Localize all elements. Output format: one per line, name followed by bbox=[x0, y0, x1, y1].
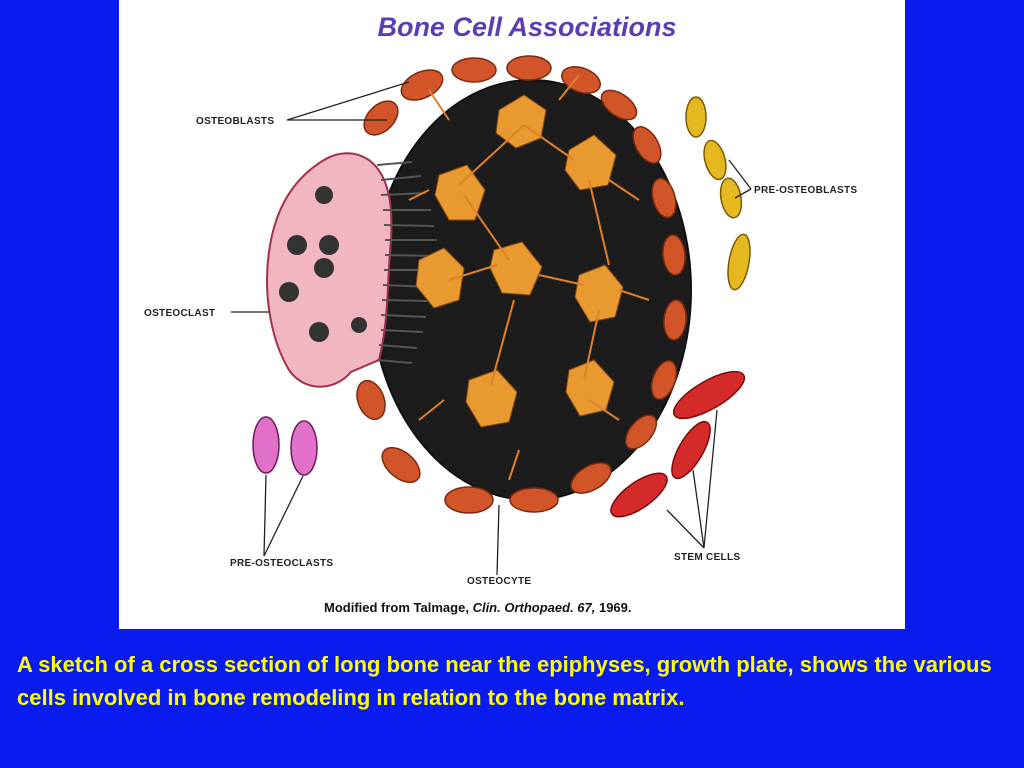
label-osteoclast: OSTEOCLAST bbox=[144, 308, 215, 319]
label-osteoblasts: OSTEOBLASTS bbox=[196, 116, 274, 127]
figure-title: Bone Cell Associations bbox=[377, 12, 677, 42]
figure-credit: Modified from Talmage, Clin. Orthopaed. … bbox=[324, 600, 632, 615]
credit-journal: Clin. Orthopaed. 67, bbox=[472, 600, 596, 615]
credit-year: 1969. bbox=[595, 600, 632, 615]
osteoblasts bbox=[356, 55, 687, 514]
credit-prefix: Modified from Talmage, bbox=[324, 600, 473, 615]
stem-cells bbox=[610, 370, 746, 518]
label-pre-osteoclasts: PRE-OSTEOCLASTS bbox=[230, 558, 333, 569]
label-pre-osteoblasts: PRE-OSTEOBLASTS bbox=[754, 185, 857, 196]
leader-lines bbox=[231, 81, 752, 576]
bone-cross-section-diagram: OSTEOBLASTS PRE-OSTEOBLASTS OSTEOCLAST P… bbox=[144, 55, 857, 587]
slide-caption: A sketch of a cross section of long bone… bbox=[17, 652, 992, 710]
osteocyte-canaliculi bbox=[408, 74, 650, 481]
osteoclast-nuclei bbox=[279, 186, 367, 342]
figure-panel: Bone Cell Associations bbox=[119, 0, 905, 629]
label-osteocyte: OSTEOCYTE bbox=[467, 576, 531, 587]
osteocytes bbox=[415, 94, 624, 428]
label-stem-cells: STEM CELLS bbox=[674, 552, 740, 563]
pre-osteoblasts bbox=[685, 96, 751, 291]
pre-osteoclasts bbox=[252, 416, 318, 476]
osteoclast-ruffled-border bbox=[376, 161, 438, 364]
